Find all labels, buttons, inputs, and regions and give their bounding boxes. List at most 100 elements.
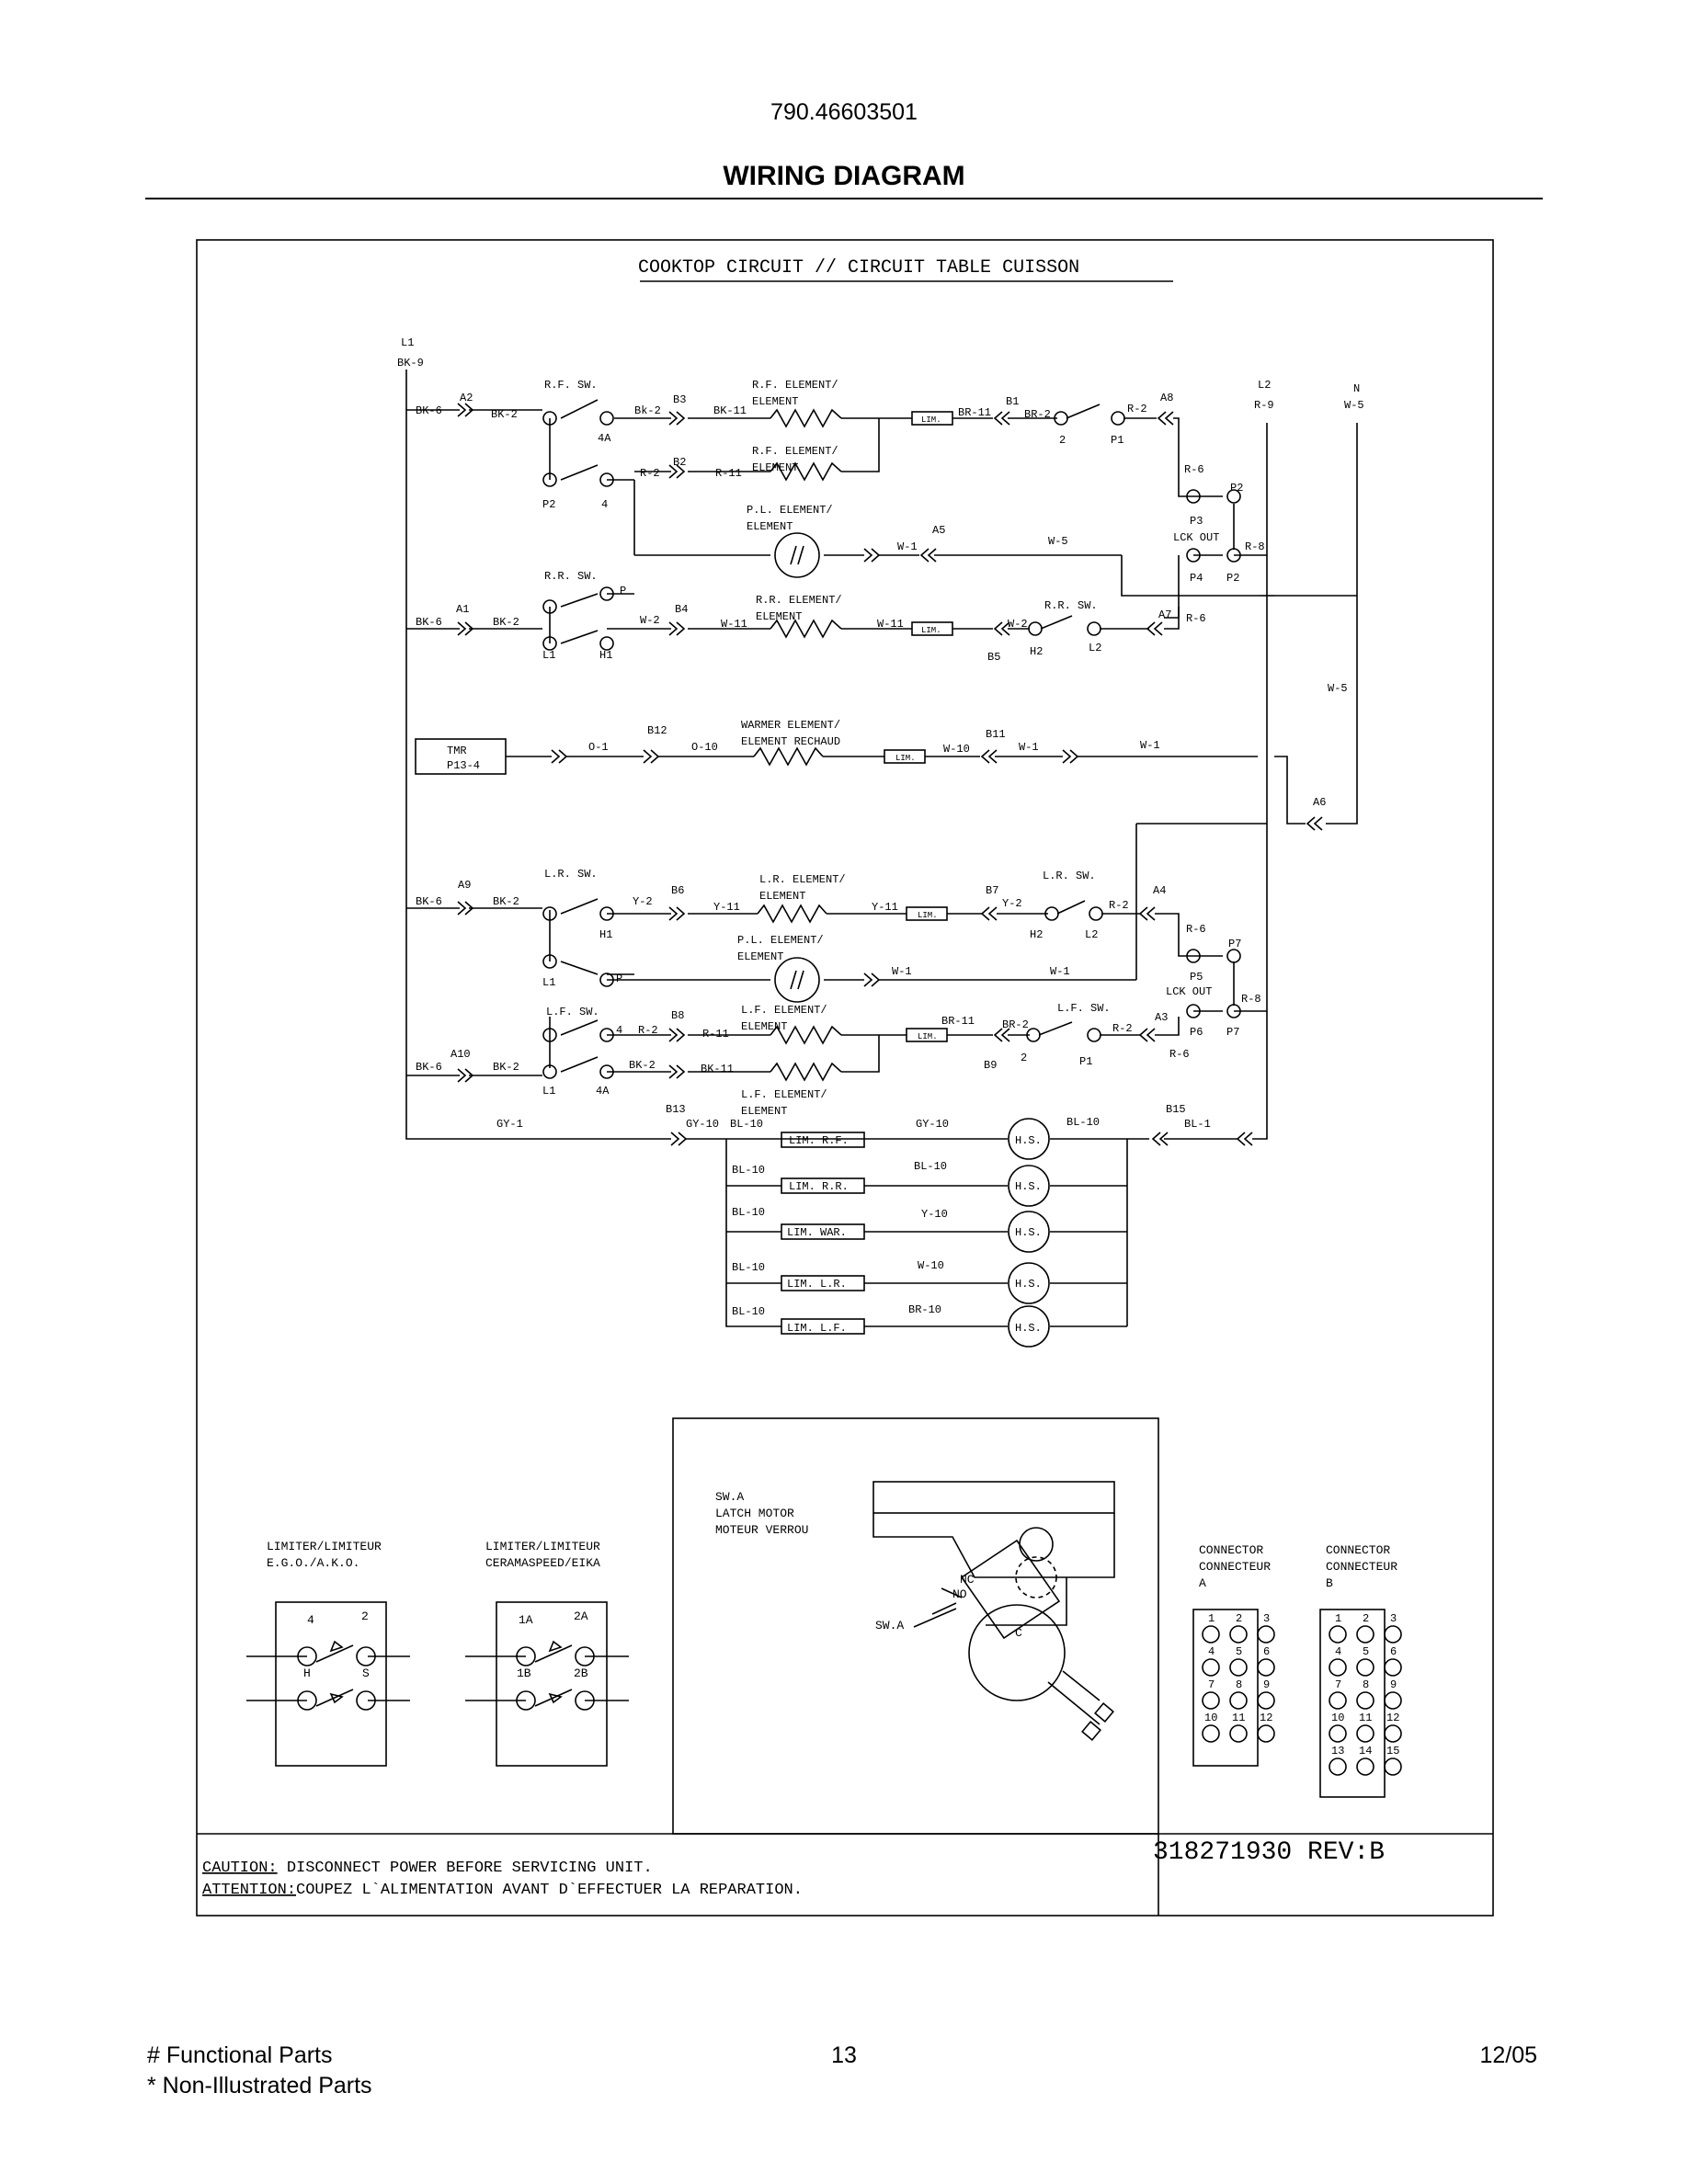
diagram-label: L1 [542, 976, 555, 989]
diagram-label: R-6 [1186, 923, 1206, 936]
pilot-light [774, 957, 820, 1003]
connector-a-pin [1229, 1658, 1248, 1677]
wire [1155, 913, 1193, 957]
diagram-label: W-1 [897, 540, 918, 553]
diagram-label: B12 [647, 724, 667, 737]
diagram-label: H.S. [1015, 1322, 1042, 1335]
diagram-label: W-10 [943, 743, 970, 756]
diagram-label: B9 [984, 1059, 997, 1072]
ceramaspeed-terminal: 1A [519, 1613, 533, 1627]
diagram-label: B5 [987, 651, 1000, 664]
diagram-label: Y-11 [872, 901, 898, 914]
connector-a-pin-number: 7 [1208, 1678, 1215, 1691]
diagram-label: L2 [1085, 928, 1098, 941]
diagram-label: R-2 [640, 467, 660, 480]
diagram-label: R-11 [702, 1028, 729, 1041]
connector-b-pin-number: 11 [1359, 1712, 1372, 1724]
diagram-label: B13 [666, 1103, 686, 1116]
diagram-label: BR-11 [941, 1015, 975, 1028]
connector-b-pin-number: 12 [1386, 1712, 1399, 1724]
diagram-label: BR-2 [1024, 408, 1051, 421]
ego-terminal: 2 [361, 1610, 369, 1623]
diagram-label: 4A [598, 432, 611, 445]
diagram-label: R.F. ELEMENT/ [752, 379, 838, 392]
diagram-label: H2 [1030, 928, 1043, 941]
diagram-label: P2 [542, 498, 555, 511]
connector-b-pin [1384, 1724, 1402, 1743]
wire [770, 408, 842, 428]
ego-limiter-subtitle: E.G.O./A.K.O. [267, 1556, 359, 1570]
connector-b-pin-number: 15 [1386, 1745, 1399, 1757]
heat-sensor [1008, 1118, 1050, 1160]
latch-contact-nc: NC [960, 1573, 975, 1587]
wire [560, 1056, 599, 1073]
diagram-label: BL-1 [1184, 1118, 1211, 1131]
diagram-label: ELEMENT [752, 395, 798, 408]
attention-text: COUPEZ L`ALIMENTATION AVANT D`EFFECTUER … [296, 1882, 803, 1899]
diagram-label: R-8 [1245, 540, 1265, 553]
diagram-label: BK-2 [491, 408, 518, 421]
diagram-label: B1 [1006, 395, 1019, 408]
diagram-label: P2 [1226, 572, 1239, 585]
diagram-label: GY-10 [686, 1118, 719, 1131]
connector-a-pin [1257, 1724, 1275, 1743]
diagram-label: BL-10 [732, 1164, 765, 1177]
connector-a-pin [1202, 1724, 1220, 1743]
diagram-label: A4 [1153, 884, 1166, 897]
diagram-label: W-11 [721, 618, 747, 631]
diagram-label: WARMER ELEMENT/ [741, 719, 840, 732]
connector-a-block [1192, 1609, 1259, 1767]
wire [1164, 607, 1180, 630]
caution-label: CAUTION: [202, 1860, 278, 1877]
diagram-label: W-5 [1328, 682, 1348, 695]
connector-b-pin [1329, 1757, 1347, 1776]
diagram-label: R-6 [1184, 463, 1204, 476]
page-title: WIRING DIAGRAM [723, 161, 965, 191]
diagram-label: BL-10 [732, 1261, 765, 1274]
connector-b-pin-number: 1 [1335, 1612, 1341, 1625]
diagram-label: R.R. SW. [1044, 599, 1098, 612]
connector-b-pin [1356, 1691, 1374, 1710]
connector-b-pin [1356, 1625, 1374, 1644]
diagram-label: ELEMENT [741, 1020, 787, 1033]
diagram-label: 2 [1021, 1052, 1027, 1064]
diagram-label: R-2 [638, 1024, 658, 1037]
connector-a-pin-number: 3 [1263, 1612, 1270, 1625]
diagram-label: R-2 [1109, 899, 1129, 912]
connector-b-pin-number: 3 [1390, 1612, 1397, 1625]
ego-terminal: H [303, 1666, 311, 1680]
ceramaspeed-limiter-subtitle: CERAMASPEED/EIKA [485, 1556, 600, 1570]
wire [725, 1139, 781, 1327]
connector-b-pin-number: 7 [1335, 1678, 1341, 1691]
diagram-label: 2 [1059, 434, 1066, 447]
wire [560, 593, 599, 608]
latch-panel [672, 1417, 1159, 1835]
model-number: 790.46603501 [770, 99, 918, 125]
connector-a-pin [1257, 1625, 1275, 1644]
connector-a-pin-number: 5 [1236, 1645, 1242, 1658]
ceramaspeed-terminal: 2A [574, 1610, 588, 1623]
diagram-label: L1 [401, 336, 414, 349]
connector-b-pin-number: 10 [1331, 1712, 1344, 1724]
diagram-label: LCK OUT [1166, 985, 1212, 998]
ego-limiter-title: LIMITER/LIMITEUR [267, 1540, 382, 1553]
diagram-label: A8 [1160, 392, 1173, 404]
diagram-label: GY-1 [496, 1118, 523, 1131]
diagram-label: W-5 [1344, 399, 1364, 412]
diagram-label: B4 [675, 603, 688, 616]
heat-sensor [1008, 1211, 1050, 1253]
wire [1155, 1017, 1180, 1036]
diagram-label: B8 [671, 1009, 684, 1022]
connector-a-pin [1202, 1691, 1220, 1710]
diagram-label: BK-6 [416, 404, 442, 417]
wire [560, 464, 599, 481]
connector-b-title: CONNECTEUR [1326, 1560, 1397, 1574]
connector-b-pin [1384, 1625, 1402, 1644]
diagram-label: P3 [1190, 515, 1203, 528]
connector-b-pin [1356, 1658, 1374, 1677]
connector-b-pin [1384, 1757, 1402, 1776]
wire [841, 1035, 880, 1073]
heat-sensor [1008, 1262, 1050, 1304]
diagram-label: LIM. L.F. [787, 1322, 847, 1335]
diagram-label: LIM. R.F. [789, 1134, 849, 1147]
